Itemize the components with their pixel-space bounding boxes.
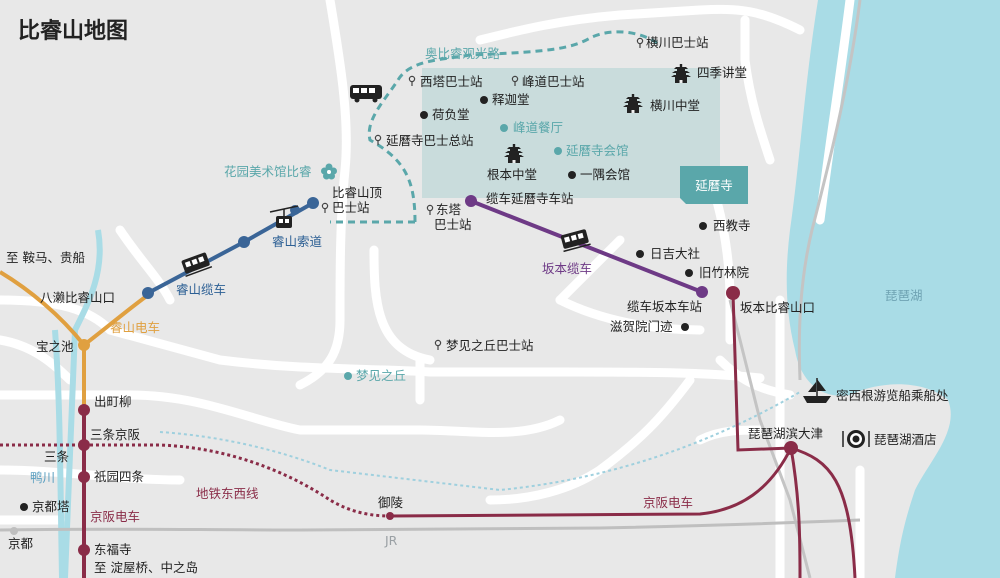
keihan-keishin-line xyxy=(389,447,793,518)
konponchudo-label: 根本中堂 xyxy=(487,167,537,182)
pin-icon xyxy=(426,204,434,216)
cable-sakamoto-label: 缆车坂本车站 xyxy=(627,299,702,314)
tozai-label: 地铁东西线 xyxy=(196,486,259,501)
enryakuji-label: 延曆寺 xyxy=(695,178,733,193)
eizan-railway-branch xyxy=(82,293,150,347)
yase-station xyxy=(78,339,90,351)
okuhiei-label: 奥比睿观光路 xyxy=(425,46,501,61)
kyoto-label: 京都 xyxy=(8,536,34,551)
demachiyanagi-label: 出町柳 xyxy=(94,394,132,409)
cable-enryakuji-label: 缆车延曆寺车站 xyxy=(486,191,574,206)
kurama-kibune-label: 至 鞍马、贵船 xyxy=(6,250,85,265)
tozai-line xyxy=(0,443,391,518)
enryakuji-bus-label: 延曆寺巴士总站 xyxy=(386,133,474,148)
eizan-railway-label: 睿山电车 xyxy=(110,320,160,335)
misasagi-label: 御陵 xyxy=(378,495,404,510)
tofukuji-station xyxy=(78,544,90,556)
toto-bus-label-1: 东塔 xyxy=(436,202,462,217)
misasagi-station xyxy=(386,512,394,520)
hamaotsu-station xyxy=(784,441,798,455)
yodoyabashi-label: 至 淀屋桥、中之岛 xyxy=(94,560,198,575)
kamogawa-river xyxy=(52,329,65,578)
eizan-ropeway-label: 睿山索道 xyxy=(272,234,323,249)
gion-station xyxy=(78,471,90,483)
gion-label: 祇园四条 xyxy=(94,469,145,484)
yase-label: 八濑比睿山口 xyxy=(40,290,115,305)
yokawa-bus-label: 横川巴士站 xyxy=(646,35,709,50)
pin-icon xyxy=(321,202,329,214)
okuhiei-driveway xyxy=(330,30,661,224)
keihan-label-2: 京阪电车 xyxy=(643,495,693,510)
flower-icon xyxy=(321,163,337,180)
kyoto-station xyxy=(10,527,18,535)
takano-river xyxy=(62,229,103,578)
summit-bus-label-1: 比睿山顶 xyxy=(332,185,383,200)
ninaido-label: 荷负堂 xyxy=(432,107,470,122)
sakamoto-cable-line xyxy=(470,199,703,294)
keihan-south xyxy=(789,447,802,578)
yumemigaoka-bus-label: 梦见之丘巴士站 xyxy=(446,338,534,353)
enryakuji-badge: 延曆寺 xyxy=(680,166,748,204)
lake-biwa xyxy=(786,0,1000,578)
teal-dots xyxy=(344,124,562,380)
enryakuji-kaikan-label: 延曆寺会馆 xyxy=(566,143,629,158)
saito-bus-label: 西塔巴士站 xyxy=(420,74,483,89)
eizan-ropeway-station xyxy=(238,236,250,248)
biwako-hotel-label: 琵琶湖酒店 xyxy=(874,432,937,447)
restaurant-icon xyxy=(842,430,870,448)
kyoto-tower-label: 京都塔 xyxy=(32,499,70,514)
kyuchikurin-label: 旧竹林院 xyxy=(699,265,750,280)
sanjo-label: 三条 xyxy=(44,449,70,464)
pin-icon xyxy=(434,339,442,351)
hamaotsu-label: 琵琶湖滨大津 xyxy=(748,426,823,441)
tofukuji-label: 东福寺 xyxy=(94,542,132,557)
summit-bus-label-2: 巴士站 xyxy=(332,200,370,215)
shakado-label: 释迦堂 xyxy=(492,92,530,107)
yokawa-chudo-label: 横川中堂 xyxy=(650,98,700,113)
sakamoto-station xyxy=(726,286,740,300)
keihan-label-1: 京阪电车 xyxy=(90,509,140,524)
sanjo-keihan-label: 三条京阪 xyxy=(90,427,141,442)
shigain-label: 滋贺院门迹 xyxy=(610,319,673,334)
ropeway-icon xyxy=(269,205,299,228)
ichigu-label: 一隅会馆 xyxy=(580,167,630,182)
cable-sakamoto-station xyxy=(696,286,708,298)
shiki-kodo-label: 四季讲堂 xyxy=(697,65,747,80)
map-title: 比睿山地图 xyxy=(18,19,128,44)
sakamoto-cable-label: 坂本缆车 xyxy=(542,261,592,276)
eizan-cable-label: 睿山缆车 xyxy=(176,282,226,297)
poi-dots xyxy=(20,96,707,511)
kamogawa-label: 鸭川 xyxy=(30,470,55,485)
garden-museum-label: 花园美术馆比睿 xyxy=(224,164,312,179)
nishi-kyoji-label: 西教寺 xyxy=(713,218,751,233)
sanjo-station xyxy=(78,439,90,451)
cable-enryakuji-station xyxy=(465,195,477,207)
jr-line xyxy=(0,518,861,532)
demachiyanagi-station xyxy=(78,404,90,416)
mine-bus-label: 峰道巴士站 xyxy=(522,74,585,89)
pin-icon xyxy=(374,134,382,146)
boat-icon xyxy=(803,378,831,403)
eizan-cable-station xyxy=(142,287,154,299)
biwako-label: 琵琶湖 xyxy=(885,288,923,303)
mine-restaurant-label: 峰道餐厅 xyxy=(513,120,563,135)
toto-bus-label-2: 巴士站 xyxy=(434,217,472,232)
keihan-dashed-light xyxy=(159,391,801,492)
takaragaike-label: 宝之池 xyxy=(36,339,74,354)
yumemigaoka-label: 梦见之丘 xyxy=(356,368,406,383)
jr-label: JR xyxy=(384,533,398,548)
pin-icon xyxy=(636,37,644,49)
michigan-label: 密西根游览船乘船处 xyxy=(836,388,949,403)
pin-icon xyxy=(408,75,416,87)
bus-icon xyxy=(350,85,382,103)
hiyoshi-label: 日吉大社 xyxy=(650,246,700,261)
sakamoto-hieizanguchi-label: 坂本比睿山口 xyxy=(740,300,815,315)
eizan-summit-station xyxy=(307,197,319,209)
